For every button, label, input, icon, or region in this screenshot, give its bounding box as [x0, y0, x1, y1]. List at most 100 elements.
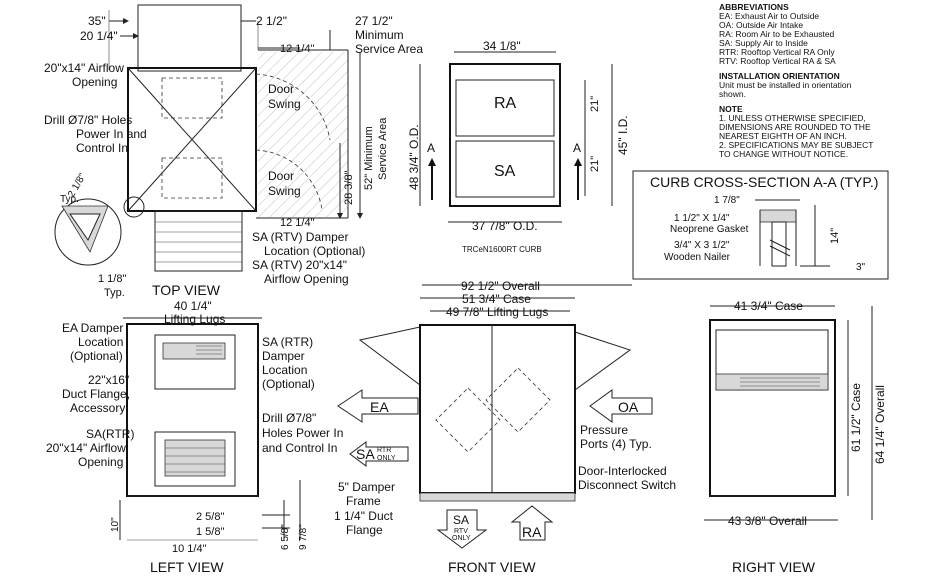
curb-dim-37: 37 7/8" O.D. — [472, 219, 538, 233]
cs-dim-3: 3" — [856, 262, 866, 273]
min-service-label-2: Service Area — [355, 42, 423, 56]
right-dim-64: 64 1/4" Overall — [873, 385, 887, 464]
nailer-label-2: Wooden Nailer — [664, 252, 731, 263]
cross-section-title: CURB CROSS-SECTION A-A (TYP.) — [650, 174, 878, 190]
curb-ra: RA — [494, 95, 517, 112]
rtr-only-label-2: ONLY — [377, 455, 396, 462]
right-dim-41: 41 3/4" Case — [734, 299, 803, 313]
right-dim-43: 43 3/8" Overall — [728, 514, 807, 528]
orientation-text: shown. — [719, 89, 746, 99]
dim-12-1-4-top: 12 1/4" — [280, 43, 315, 55]
dim-9-7-8: 9 7/8" — [298, 524, 309, 550]
lifting-lugs-label: Lifting Lugs — [164, 312, 225, 326]
rtr-only-label: RTR — [377, 447, 391, 454]
front-dim-51: 51 3/4" Case — [462, 292, 531, 306]
nailer-label: 3/4" X 3 1/2" — [674, 240, 730, 251]
dim-28-3-8: 28 3/8" — [343, 170, 355, 205]
door-swing-1: Door — [268, 82, 294, 96]
curb-sa-opening — [455, 140, 555, 198]
disconnect-label: Door-Interlocked — [578, 464, 667, 478]
abbr-line: EA: Exhaust Air to Outside — [719, 11, 820, 21]
left-drill-label-2: Holes Power In — [262, 426, 343, 440]
ra-arrow — [510, 505, 554, 541]
door-swing-1b: Swing — [268, 97, 301, 111]
dim-6-5-8: 6 5/8" — [280, 524, 291, 550]
front-ea-hood — [358, 326, 421, 386]
sa-rtr-damper-label-3: Location — [262, 363, 307, 377]
top-view: 35" 20 1/4" 2 1/2" 27 1/2" Minimum Servi… — [44, 4, 423, 299]
sa-rtv-arrow — [436, 509, 488, 549]
front-view-title: FRONT VIEW — [448, 559, 536, 575]
airflow-label-2: Opening — [72, 75, 117, 89]
sa-rtr-damper-label-4: (Optional) — [262, 377, 315, 391]
curb-dim-21b: 21" — [589, 156, 601, 172]
duct-flange-front-label: 1 1/4" Duct — [334, 509, 394, 523]
curb-outer — [449, 63, 561, 207]
dim-10-1-4: 10 1/4" — [172, 543, 207, 555]
curb-dim-45: 45" I.D. — [616, 115, 630, 155]
sa-rtr-damper-label-2: Damper — [262, 349, 305, 363]
note-line: 1. UNLESS OTHERWISE SPECIFIED, — [719, 113, 866, 123]
sa-label: SA — [356, 446, 375, 462]
rtv-only-label-2: ONLY — [452, 535, 471, 542]
curb-dim-21a: 21" — [589, 96, 601, 112]
corner-detail-circle — [54, 198, 122, 266]
top-airflow-opening — [161, 77, 223, 119]
curb-plan: 34 1/8" RA SA 48 3/4" O.D. 45" I.D. 21" … — [407, 39, 630, 254]
oa-arrow — [589, 389, 653, 423]
ea-damper-label-3: (Optional) — [70, 349, 123, 363]
ra-label: RA — [522, 524, 542, 540]
dim-20-1-4: 20 1/4" — [80, 29, 118, 43]
abbreviations-title: ABBREVIATIONS — [719, 2, 789, 12]
front-dim-49: 49 7/8" Lifting Lugs — [446, 305, 548, 319]
sa-airflow-label: SA (RTV) 20"x14" — [252, 258, 347, 272]
door-swing-arc-2 — [255, 149, 323, 211]
cross-section-frame — [632, 170, 889, 280]
damper-frame-label: 5" Damper — [338, 480, 395, 494]
sa-rtr-arrow — [349, 441, 409, 467]
disconnect-label-2: Disconnect Switch — [578, 478, 676, 492]
top-view-title: TOP VIEW — [152, 282, 221, 298]
sa-damper-label: SA (RTV) Damper — [252, 230, 348, 244]
dim-2-5-8: 2 5/8" — [196, 511, 224, 523]
duct-flange-label: 22"x16" — [88, 373, 129, 387]
left-drill-label: Drill Ø7/8" — [262, 411, 316, 425]
ea-label: EA — [370, 399, 389, 415]
sa-damper-label-2: Location (Optional) — [264, 244, 365, 258]
dim-10: 10" — [110, 517, 121, 532]
front-case — [419, 324, 576, 494]
dim-40-1-4: 40 1/4" — [174, 299, 212, 313]
left-view: 40 1/4" Lifting Lugs EA Damper Location … — [46, 299, 343, 575]
drill-label-3: Control In — [76, 141, 128, 155]
section-marker-left: A — [427, 141, 435, 155]
min-service-label: Minimum — [355, 28, 404, 42]
note-line: TO CHANGE WITHOUT NOTICE. — [719, 149, 849, 159]
dim-12-1-4-bot: 12 1/4" — [280, 217, 315, 229]
right-case — [709, 319, 836, 497]
orientation-title: INSTALLATION ORIENTATION — [719, 71, 840, 81]
duct-flange-front-label-2: Flange — [346, 523, 383, 537]
ea-damper-label-2: Location — [78, 335, 123, 349]
curb-dim-34: 34 1/8" — [483, 39, 521, 53]
sa-airflow-label-2: Airflow Opening — [264, 272, 349, 286]
sa-bottom-label: SA — [453, 513, 469, 527]
rtv-only-label: RTV — [454, 528, 468, 535]
sa-rtr-damper-label: SA (RTR) — [262, 335, 313, 349]
gasket-label-2: Neoprene Gasket — [670, 224, 749, 235]
drill-label: Drill Ø7/8" Holes — [44, 113, 132, 127]
right-view-title: RIGHT VIEW — [732, 559, 816, 575]
notes-block: ABBREVIATIONS EA: Exhaust Air to Outside… — [719, 3, 924, 159]
curb-sa: SA — [494, 163, 516, 180]
note-title: NOTE — [719, 104, 743, 114]
curb-cross-section: CURB CROSS-SECTION A-A (TYP.) 1 7/8" 1 1… — [632, 170, 889, 280]
door-swing-2: Door — [268, 169, 294, 183]
front-dim-92: 92 1/2" Overall — [461, 279, 540, 293]
duct-flange-label-3: Accessory — [70, 401, 125, 415]
dim-1-1-8: 1 1/8" — [98, 273, 126, 285]
cs-dim-14: 14" — [829, 228, 841, 244]
note-line: DIMENSIONS ARE ROUNDED TO THE — [719, 122, 871, 132]
abbr-line: SA: Supply Air to Inside — [719, 38, 808, 48]
abbr-line: RTR: Rooftop Vertical RA Only — [719, 47, 835, 57]
gasket-label: 1 1/2" X 1/4" — [674, 213, 730, 224]
